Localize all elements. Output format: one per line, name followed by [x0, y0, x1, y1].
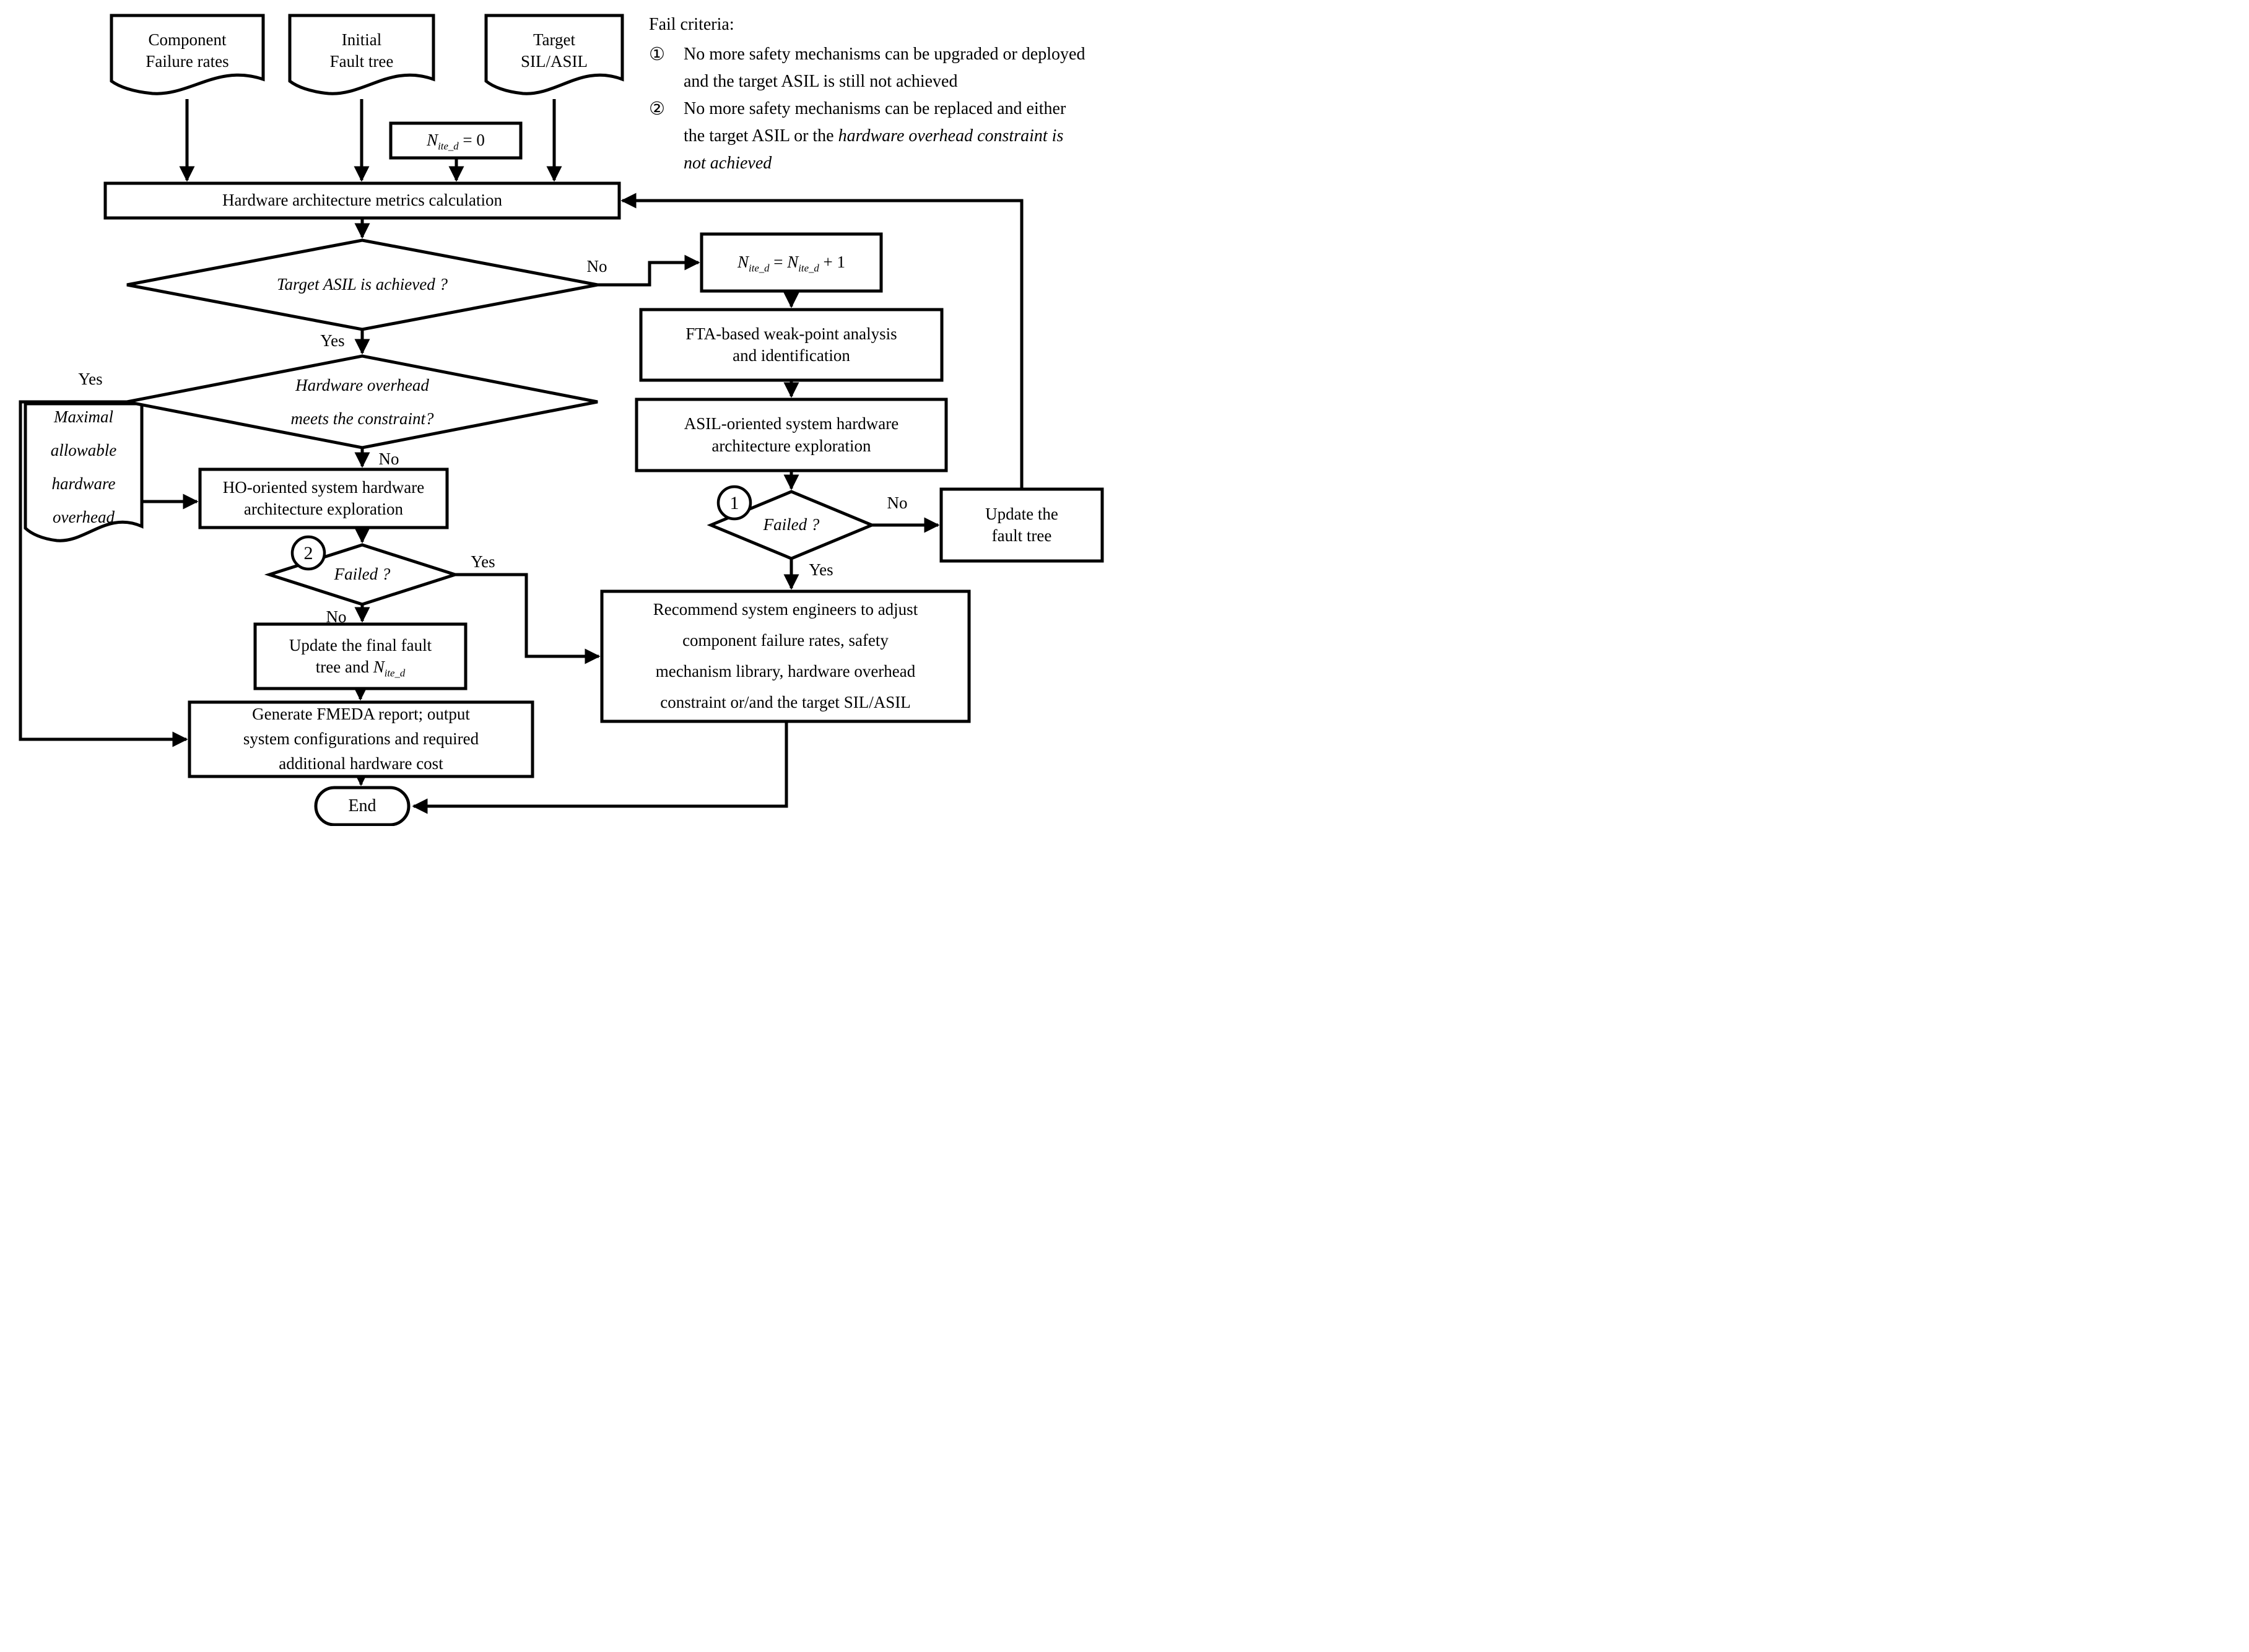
edge-updateft-to-metrics-feedback [620, 193, 1024, 489]
doc-initial-shape [288, 14, 435, 95]
end-terminal-shape [314, 786, 411, 826]
fail-criteria-title: Fail criteria: [649, 15, 734, 34]
fail-criteria-note: Fail criteria: ① No more safety mechanis… [649, 11, 1121, 177]
metrics-bar-shape [103, 181, 621, 220]
asilexp-box-shape [635, 398, 948, 472]
fail-criteria-item-1: ① No more safety mechanisms can be upgra… [649, 41, 1121, 95]
fail-criteria-item-1-number: ① [649, 45, 665, 64]
doc-target-shape [484, 14, 624, 95]
fail-criteria-item-1-text: No more safety mechanisms can be upgrade… [684, 45, 1085, 91]
failed1-diamond-shape [707, 490, 876, 560]
failed2-badge-circle [290, 535, 326, 571]
edge-recommend-to-end [412, 721, 788, 814]
flowchart-canvas: Component Failure rates Initial Fault tr… [0, 0, 1124, 826]
fta-box-shape [639, 308, 944, 382]
failed1-badge-circle [716, 485, 752, 521]
fail-criteria-item-2: ② No more safety mechanisms can be repla… [649, 95, 1121, 177]
asil-diamond-shape [126, 238, 598, 331]
ho-diamond-shape [126, 354, 598, 450]
ho-box-shape [198, 467, 449, 529]
flowchart-shapes-layer [19, 14, 1104, 826]
fail-criteria-item-2-text-italic: hardware overhead constraint is not achi… [684, 126, 1064, 173]
fail-criteria-item-2-text-normal: No more safety mechanisms can be replace… [684, 99, 1066, 146]
updatefinal-box-shape [253, 622, 468, 690]
doc-maximal-shape [24, 402, 144, 542]
nplus-box-shape [700, 232, 883, 293]
edge-asil-no-to-nplus [598, 254, 700, 287]
updateft-box-shape [939, 487, 1104, 563]
generate-box-shape [188, 700, 534, 778]
doc-component-shape [110, 14, 265, 95]
fail-criteria-item-2-number: ② [649, 99, 665, 119]
ninit-box-shape [389, 121, 523, 160]
recommend-box-shape [600, 589, 971, 723]
edge-failed2-yes-to-recommend [455, 573, 601, 664]
fail-criteria-item-2-text: No more safety mechanisms can be replace… [684, 95, 1086, 177]
edge-ho-yes-to-generate [19, 400, 188, 747]
